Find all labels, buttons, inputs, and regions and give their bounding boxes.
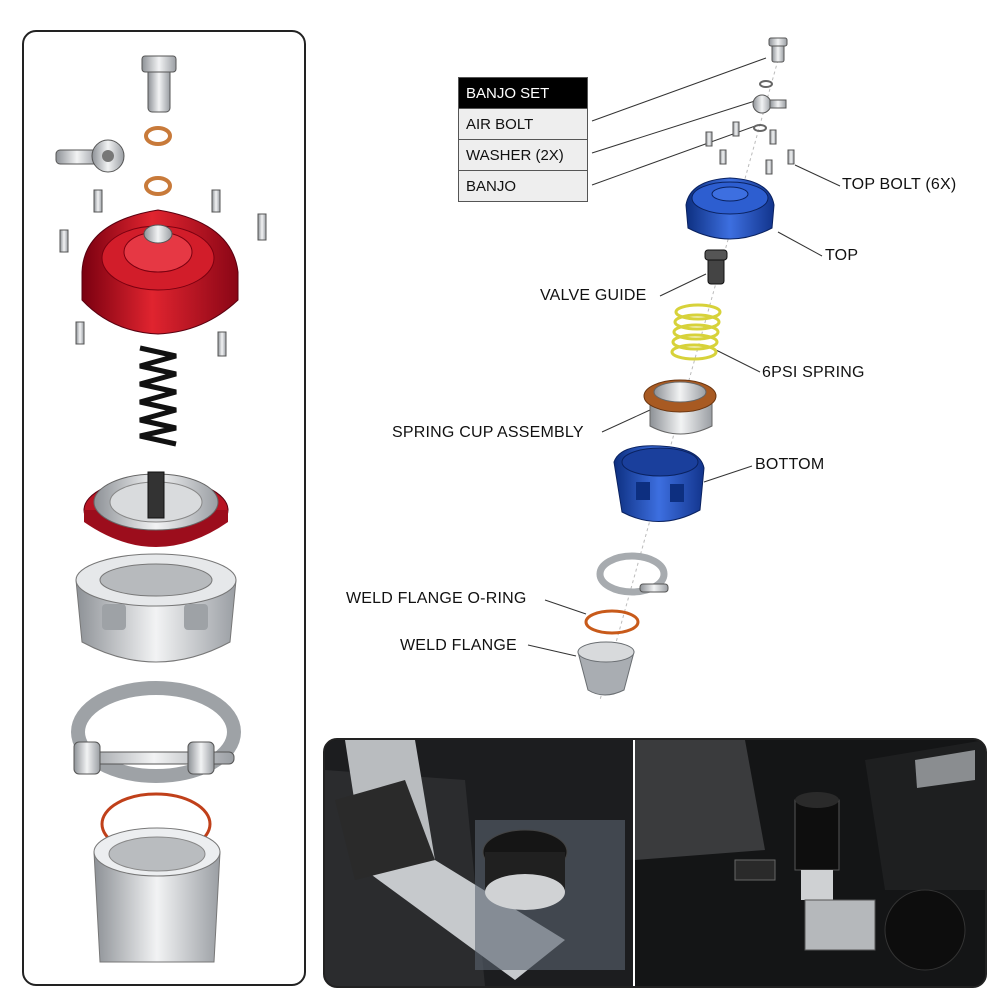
diagram-washer: [753, 124, 767, 132]
legend-cell: BANJO SET: [458, 77, 588, 109]
callout-bottom: BOTTOM: [755, 456, 825, 473]
left-exploded-photo-panel: [22, 30, 306, 986]
diagram-blue-top: [685, 177, 775, 240]
install-photo-right: [635, 740, 985, 986]
v-band-clamp-part: [71, 681, 241, 783]
banjo-part: [55, 139, 125, 173]
diagram-o-ring: [584, 609, 640, 635]
callout-valve-guide: VALVE GUIDE: [540, 287, 647, 304]
callout-spring: 6PSI SPRING: [762, 364, 865, 381]
leader-lines: [527, 57, 841, 657]
banjo-set-legend-table: BANJO SET AIR BOLT WASHER (2X) BANJO: [458, 77, 588, 202]
diagram-weld-flange: [577, 641, 635, 696]
washer-part: [144, 126, 172, 146]
red-top-housing-part: [81, 209, 239, 335]
legend-row-washer: WASHER (2X): [458, 139, 588, 171]
diagram-spring-cup: [643, 379, 717, 435]
red-bov-exploded-illustration: [55, 55, 267, 963]
diagram-top-bolts: [705, 121, 795, 175]
callout-weld-flange: WELD FLANGE: [400, 637, 517, 654]
diagram-yellow-spring: [670, 303, 722, 361]
black-bov-photo-right: [794, 792, 876, 951]
diagram-clamp: [596, 552, 669, 596]
installation-photos-illustration: [325, 740, 985, 986]
callout-spring-cup: SPRING CUP ASSEMBLY: [392, 424, 584, 441]
legend-row-banjo: BANJO: [458, 170, 588, 202]
blue-bov-exploded-diagram: [527, 37, 841, 701]
callout-top: TOP: [825, 247, 859, 264]
weld-flange-part: [93, 827, 221, 963]
diagram-valve-guide: [704, 249, 728, 285]
diagram-air-bolt: [768, 37, 788, 63]
washer-part: [144, 176, 172, 196]
callout-o-ring: WELD FLANGE O-RING: [346, 590, 527, 607]
legend-row-banjo-set: BANJO SET: [458, 77, 588, 109]
black-spring-part: [139, 345, 177, 447]
install-photo-left: [325, 740, 633, 986]
diagram-blue-bottom: [613, 445, 705, 522]
top-bolts-part: [59, 189, 267, 357]
aluminum-body-part: [75, 553, 237, 663]
legend-cell: BANJO: [458, 170, 588, 202]
diagram-banjo: [752, 94, 787, 114]
air-bolt-part: [141, 55, 177, 113]
black-bov-photo-left: [482, 829, 568, 910]
red-spring-cup-part: [83, 471, 229, 547]
legend-cell: AIR BOLT: [458, 108, 588, 140]
callout-top-bolt: TOP BOLT (6X): [842, 176, 957, 193]
legend-row-air-bolt: AIR BOLT: [458, 108, 588, 140]
installation-photos-panel: [323, 738, 987, 988]
diagram-washer: [759, 80, 773, 88]
legend-cell: WASHER (2X): [458, 139, 588, 171]
